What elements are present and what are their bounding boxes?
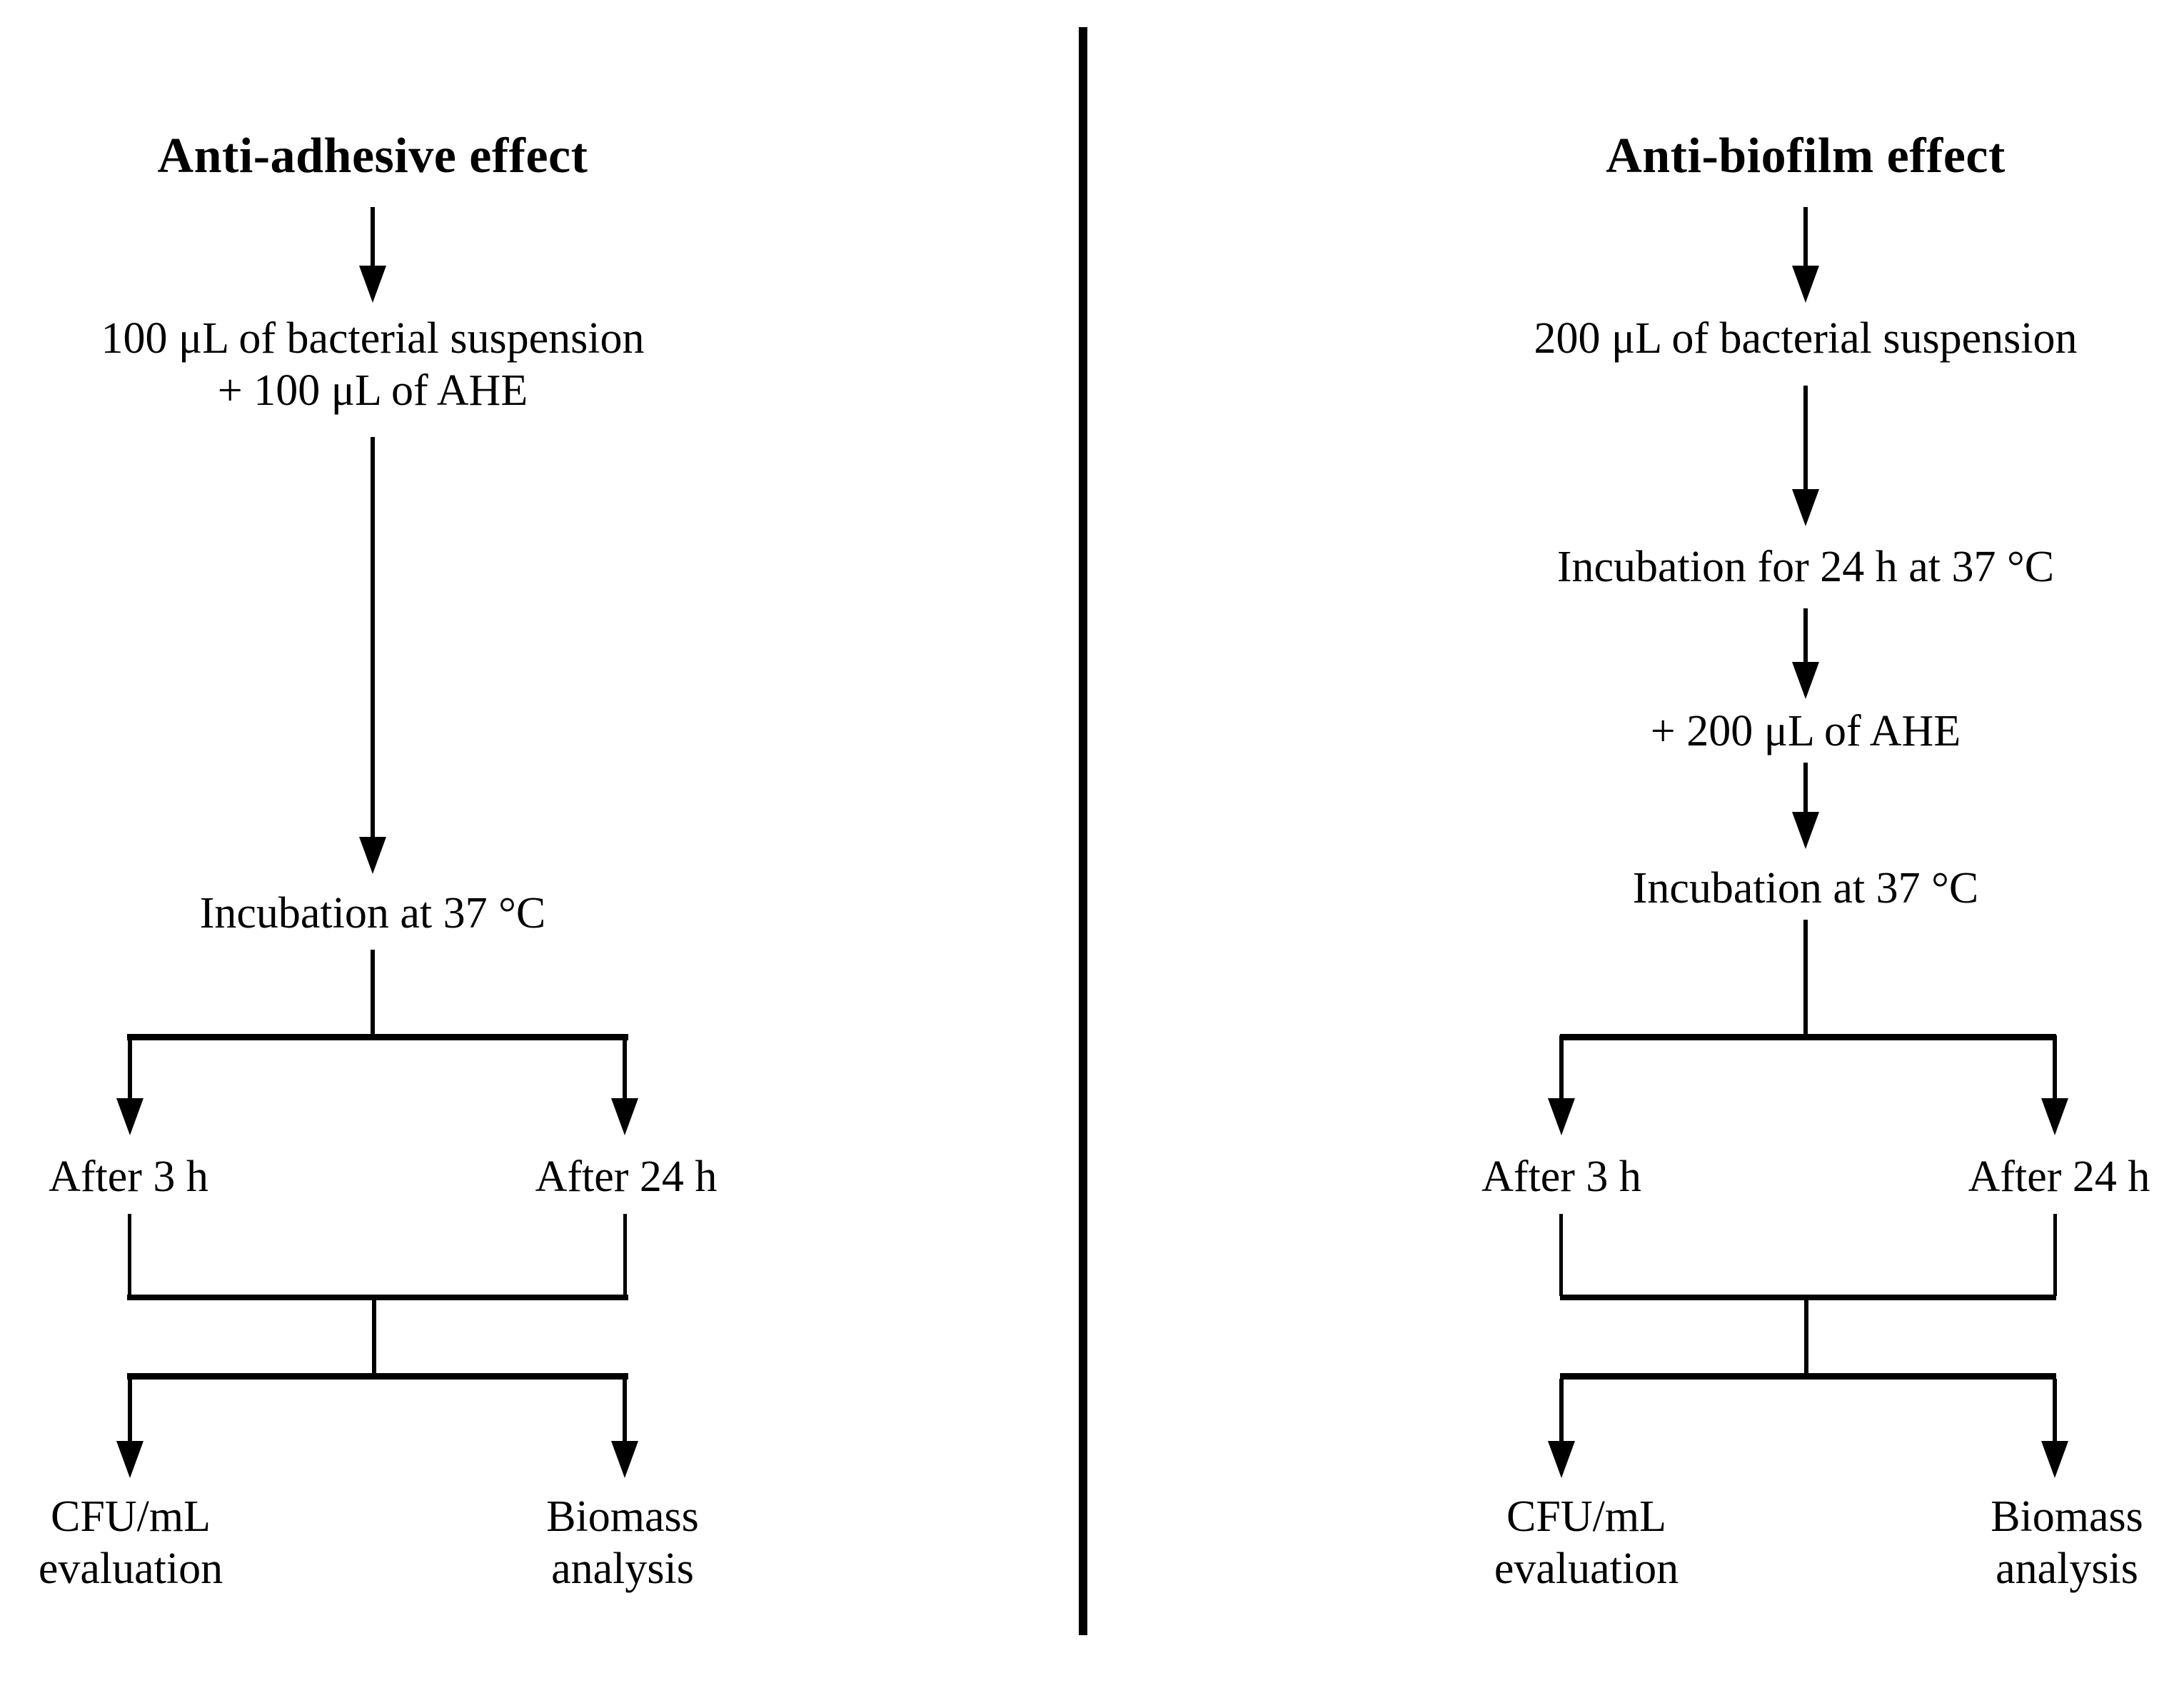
arrow-shaft	[128, 1035, 132, 1101]
arrow-shaft	[1559, 1035, 1564, 1101]
arrow-shaft	[1803, 763, 1808, 814]
arrowhead-down-icon	[1792, 489, 1819, 526]
arrowhead-down-icon	[116, 1441, 144, 1478]
connector-line	[371, 950, 375, 1035]
left-step-incubation: Incubation at 37 °C	[199, 889, 546, 938]
connector-line	[1803, 920, 1808, 1035]
right-outcome-biomass-line1: Biomass	[1991, 1492, 2143, 1541]
right-step-suspension: 200 μL of bacterial suspension	[1534, 314, 2078, 363]
left-outcome-cfu-line2: evaluation	[38, 1544, 223, 1594]
arrowhead-down-icon	[1792, 812, 1819, 849]
branch-bar	[127, 1373, 628, 1380]
connector-line	[1559, 1214, 1563, 1296]
left-branch-after-24h: After 24 h	[535, 1152, 718, 1201]
arrow-shaft	[128, 1379, 132, 1444]
right-step-incubation-24h: Incubation for 24 h at 37 °C	[1556, 543, 2055, 591]
arrowhead-down-icon	[1548, 1098, 1575, 1135]
left-branch-after-3h: After 3 h	[49, 1152, 208, 1201]
connector-line	[128, 1214, 131, 1296]
left-outcome-cfu-line1: CFU/mL	[51, 1492, 211, 1541]
left-step-suspension-line1: 100 μL of bacterial suspension	[101, 314, 645, 363]
arrow-shaft	[1803, 608, 1808, 664]
right-outcome-cfu: CFU/mL evaluation	[1494, 1491, 1679, 1595]
left-step-suspension-line2: + 100 μL of AHE	[217, 366, 528, 416]
branch-bar	[1560, 1034, 2056, 1040]
arrow-shaft	[2053, 1379, 2057, 1444]
divider-line	[1079, 27, 1087, 1635]
left-flow-title: Anti-adhesive effect	[157, 129, 588, 184]
right-outcome-cfu-line1: CFU/mL	[1506, 1492, 1666, 1541]
connector-line	[1804, 1300, 1808, 1375]
arrowhead-down-icon	[611, 1098, 638, 1135]
arrow-shaft	[1803, 207, 1808, 268]
right-branch-after-24h: After 24 h	[1968, 1152, 2150, 1201]
right-branch-after-3h: After 3 h	[1481, 1152, 1641, 1201]
arrow-shaft	[1803, 386, 1808, 491]
arrowhead-down-icon	[2041, 1441, 2068, 1478]
arrowhead-down-icon	[359, 837, 386, 874]
connector-line	[372, 1300, 376, 1375]
arrowhead-down-icon	[116, 1098, 144, 1135]
right-outcome-cfu-line2: evaluation	[1494, 1544, 1679, 1594]
arrow-shaft	[623, 1379, 627, 1444]
left-outcome-biomass-line1: Biomass	[546, 1492, 699, 1541]
arrowhead-down-icon	[2041, 1098, 2068, 1135]
right-step-ahe: + 200 μL of AHE	[1650, 707, 1961, 755]
arrow-shaft	[1559, 1379, 1564, 1444]
merge-bar	[127, 1295, 628, 1300]
arrowhead-down-icon	[1792, 266, 1819, 303]
arrowhead-down-icon	[359, 266, 386, 303]
left-outcome-biomass: Biomass analysis	[546, 1491, 699, 1595]
arrowhead-down-icon	[1548, 1441, 1575, 1478]
arrow-shaft	[371, 437, 375, 838]
arrow-shaft	[371, 207, 375, 268]
right-flow-title: Anti-biofilm effect	[1606, 129, 2006, 184]
right-outcome-biomass-line2: analysis	[1996, 1544, 2138, 1594]
arrowhead-down-icon	[611, 1441, 638, 1478]
arrowhead-down-icon	[1792, 662, 1819, 699]
branch-bar	[1560, 1373, 2056, 1380]
arrow-shaft	[623, 1035, 627, 1101]
right-outcome-biomass: Biomass analysis	[1991, 1491, 2143, 1595]
merge-bar	[1560, 1295, 2056, 1300]
left-outcome-biomass-line2: analysis	[551, 1544, 694, 1594]
left-step-suspension: 100 μL of bacterial suspension + 100 μL …	[101, 313, 645, 417]
branch-bar	[127, 1034, 628, 1040]
left-outcome-cfu: CFU/mL evaluation	[39, 1491, 223, 1595]
connector-line	[623, 1214, 627, 1296]
arrow-shaft	[2053, 1035, 2057, 1101]
connector-line	[2053, 1214, 2057, 1296]
right-step-incubation: Incubation at 37 °C	[1632, 864, 1979, 913]
